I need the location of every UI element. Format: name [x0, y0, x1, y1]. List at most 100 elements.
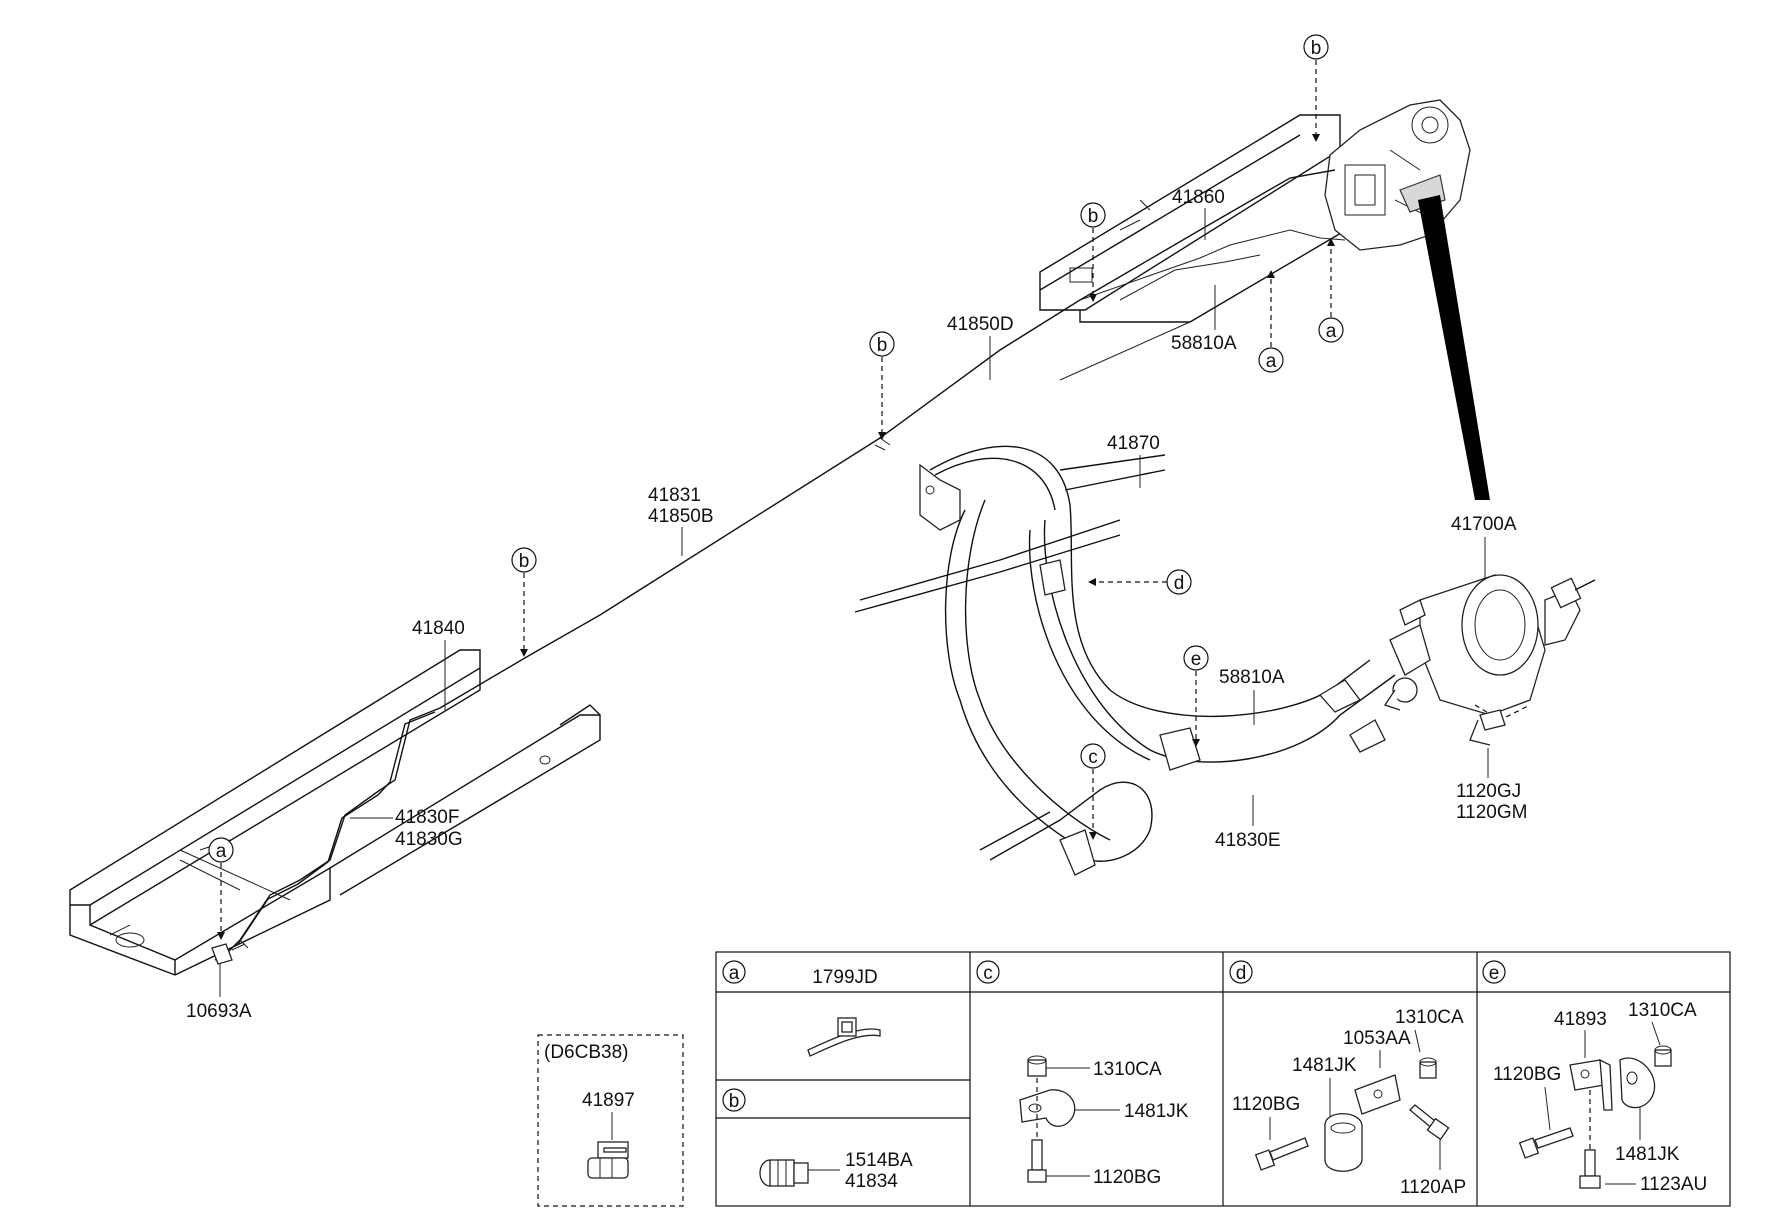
svg-text:a: a	[1326, 321, 1337, 342]
bolt-1123au-e	[1579, 1149, 1601, 1189]
svg-text:41830F: 41830F	[395, 807, 459, 828]
table-cell-e: e 1310CA 41893 1120BG 1481JK 1123AU	[1482, 960, 1707, 1195]
callout-a-left: a	[208, 837, 234, 940]
front-pipe-41830f	[214, 707, 441, 961]
label-41860: 41860	[1172, 187, 1225, 240]
svg-text:1310CA: 1310CA	[1395, 1007, 1464, 1028]
callout-e: e	[1183, 645, 1209, 747]
bracket-1053aa-d	[1354, 1074, 1401, 1115]
svg-text:1120GM: 1120GM	[1456, 802, 1527, 823]
svg-text:(D6CB38): (D6CB38)	[544, 1042, 628, 1063]
table-cell-b: b 1514BA 41834	[722, 1088, 913, 1192]
svg-text:41840: 41840	[412, 618, 465, 639]
pointer-arrow-41700a	[1418, 195, 1490, 500]
callout-b-2: b	[1080, 202, 1106, 302]
svg-text:d: d	[1236, 963, 1247, 984]
bolt-1120bg-d	[1254, 1137, 1309, 1171]
variant-box-d6cb38: (D6CB38) 41897	[537, 1034, 684, 1207]
clamp-1481jk-e	[1619, 1057, 1656, 1109]
svg-text:1120AP: 1120AP	[1400, 1177, 1466, 1198]
svg-text:e: e	[1191, 649, 1202, 670]
svg-text:41850D: 41850D	[947, 314, 1014, 335]
clip-1799jd	[807, 1017, 881, 1057]
svg-text:41860: 41860	[1172, 187, 1225, 208]
nut-1310ca-c	[1027, 1055, 1047, 1077]
svg-text:41700A: 41700A	[1451, 514, 1517, 535]
svg-text:58810A: 58810A	[1171, 333, 1237, 354]
svg-text:41830E: 41830E	[1215, 830, 1281, 851]
svg-text:41897: 41897	[582, 1090, 635, 1111]
clutch-booster-41700a	[1383, 574, 1596, 746]
svg-text:41893: 41893	[1554, 1009, 1607, 1030]
svg-text:1514BA: 1514BA	[845, 1150, 913, 1171]
label-41830f-41830g: 41830F 41830G	[350, 807, 463, 850]
svg-text:c: c	[1088, 747, 1098, 768]
callout-d: d	[1088, 569, 1192, 595]
bolt-1120bg-c	[1027, 1139, 1047, 1183]
svg-text:b: b	[1088, 206, 1099, 227]
svg-text:41830G: 41830G	[395, 829, 463, 850]
callout-c: c	[1080, 743, 1106, 840]
label-58810a-top: 58810A	[1171, 285, 1237, 354]
svg-text:1310CA: 1310CA	[1628, 1000, 1697, 1021]
callout-a-mid: a	[1258, 270, 1284, 373]
clamp-1481jk-c	[1019, 1089, 1076, 1127]
svg-text:10693A: 10693A	[186, 1001, 252, 1022]
svg-text:c: c	[983, 963, 993, 984]
transmission-housing	[1324, 99, 1471, 251]
label-41831-41850b: 41831 41850B	[648, 485, 714, 556]
svg-text:1120GJ: 1120GJ	[1456, 781, 1521, 802]
front-frame-rail	[69, 649, 601, 976]
svg-text:1123AU: 1123AU	[1640, 1174, 1707, 1195]
svg-text:b: b	[877, 335, 888, 356]
svg-text:41870: 41870	[1107, 433, 1160, 454]
nut-1310ca-e	[1654, 1045, 1672, 1067]
callout-a-right: a	[1318, 238, 1344, 343]
svg-text:a: a	[216, 841, 227, 862]
table-cell-d: d 1310CA 1053AA 1481JK 1120BG 1120AP	[1229, 960, 1466, 1198]
svg-text:a: a	[729, 963, 740, 984]
bracket-41893-e	[1569, 1058, 1613, 1111]
svg-text:41831: 41831	[648, 485, 701, 506]
label-10693a: 10693A	[186, 962, 252, 1022]
fitting-1514ba	[759, 1159, 809, 1187]
bolt-1120ap-d	[1409, 1104, 1450, 1141]
label-41700a: 41700A	[1451, 514, 1517, 578]
svg-text:1799JD: 1799JD	[812, 967, 878, 988]
svg-text:b: b	[519, 551, 530, 572]
table-cell-a: a 1799JD	[722, 960, 881, 1057]
label-41870: 41870	[1107, 433, 1160, 488]
bolt-1120bg-e	[1518, 1127, 1574, 1159]
svg-text:1481JK: 1481JK	[1124, 1101, 1189, 1122]
svg-text:1310CA: 1310CA	[1093, 1059, 1162, 1080]
callout-b-3: b	[869, 331, 895, 440]
clamp-1481jk-d	[1324, 1113, 1363, 1172]
svg-text:b: b	[729, 1091, 740, 1112]
svg-text:41850B: 41850B	[648, 506, 714, 527]
nut-1310ca-d	[1419, 1057, 1437, 1079]
svg-text:b: b	[1311, 38, 1322, 59]
center-pipe-bundle	[854, 445, 1396, 876]
svg-text:1120BG: 1120BG	[1493, 1064, 1561, 1085]
clutch-pipe-line	[439, 169, 1346, 709]
svg-text:a: a	[1266, 351, 1277, 372]
label-58810a-mid: 58810A	[1219, 667, 1285, 725]
label-1120gj-1120gm: 1120GJ 1120GM	[1456, 748, 1527, 823]
table-cell-c: c 1310CA 1481JK 1120BG	[976, 960, 1189, 1188]
svg-text:1120BG: 1120BG	[1232, 1094, 1300, 1115]
svg-text:e: e	[1489, 963, 1500, 984]
callout-b-4: b	[511, 547, 537, 657]
svg-text:41834: 41834	[845, 1171, 898, 1192]
svg-text:d: d	[1174, 573, 1185, 594]
fitting-41897	[587, 1141, 629, 1179]
svg-text:1481JK: 1481JK	[1615, 1144, 1680, 1165]
svg-text:1053AA: 1053AA	[1343, 1028, 1411, 1049]
detail-table	[715, 951, 1731, 1207]
callout-b-top: b	[1303, 34, 1329, 142]
label-41840: 41840	[412, 618, 465, 710]
svg-text:1120BG: 1120BG	[1093, 1167, 1161, 1188]
fitting-10693a	[211, 939, 249, 965]
label-41850d: 41850D	[947, 314, 1014, 380]
label-41830e: 41830E	[1215, 795, 1281, 851]
